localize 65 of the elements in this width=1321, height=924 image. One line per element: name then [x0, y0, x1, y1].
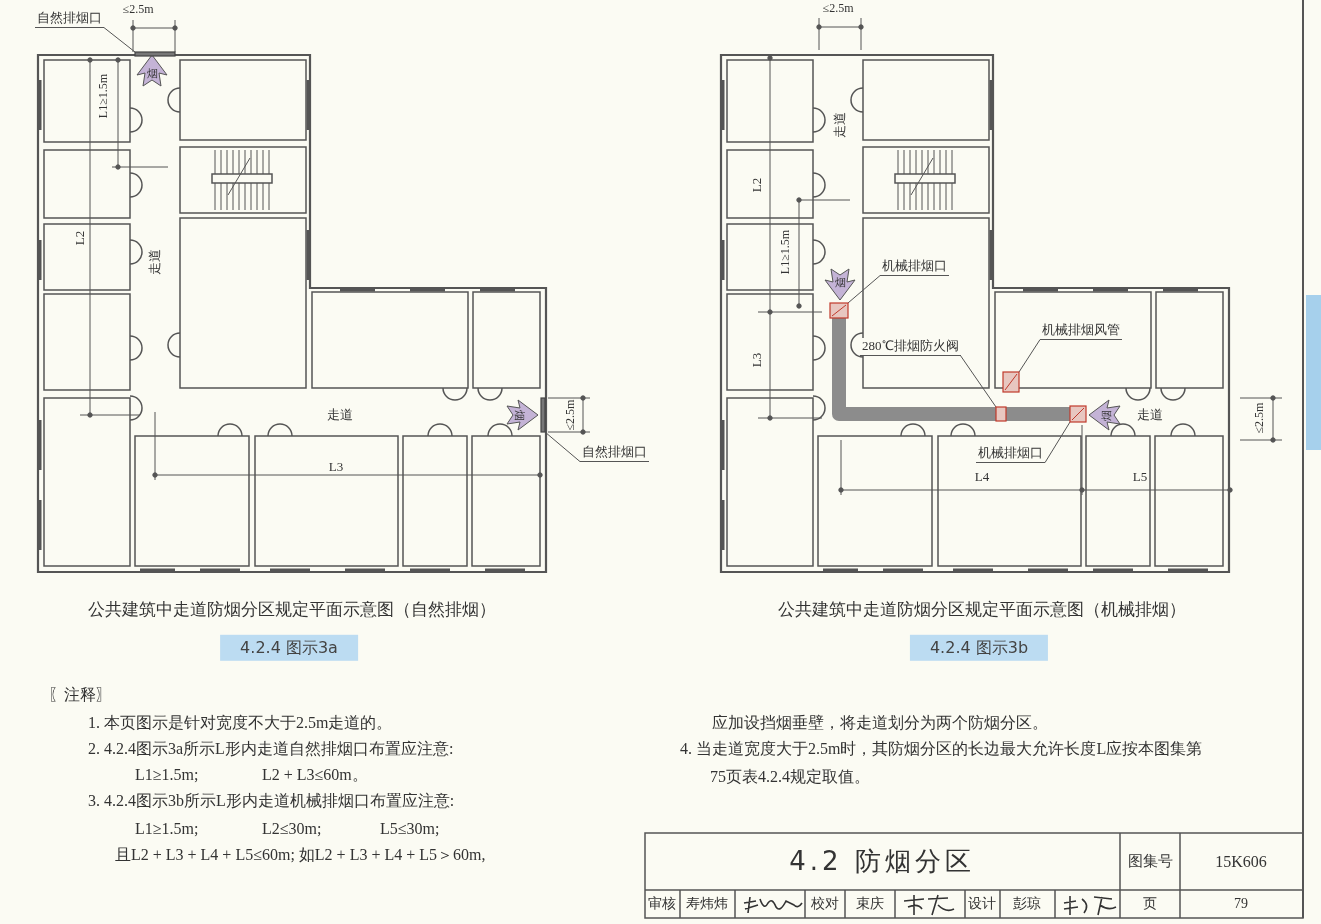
drawing-title: 4.2 防烟分区 — [789, 847, 975, 877]
page-label: 页 — [1143, 895, 1157, 913]
note-text: 2. 4.2.4图示3a所示L形内走道自然排烟口布置应注意: — [88, 740, 454, 759]
icon-label: 烟 — [834, 275, 846, 289]
corridor-label: 走道 — [1137, 407, 1163, 423]
icon-label: 烟 — [146, 66, 158, 80]
corridor-label: 走道 — [147, 249, 163, 275]
dimension-label: ≤2.5m — [822, 2, 854, 16]
icon-label: 烟 — [513, 409, 527, 421]
note-text: L5≤30m; — [380, 820, 440, 839]
corridor-label: 走道 — [327, 407, 353, 423]
icon-label: 烟 — [1099, 409, 1113, 421]
note-text: L1≥1.5m; — [135, 820, 199, 839]
designer-label: 设计 — [968, 895, 996, 913]
dimension-label: L5 — [1132, 469, 1148, 485]
checker-label: 校对 — [811, 895, 839, 913]
callout-label: 机械排烟口 — [976, 445, 1045, 463]
exhaust-outlet — [1069, 405, 1087, 423]
leader-line — [1044, 421, 1071, 464]
checker-name: 束庆 — [856, 895, 884, 913]
callout-label: 自然排烟口 — [35, 10, 104, 28]
designer-name: 彭琼 — [1013, 895, 1041, 913]
dimension-label: ≤2.5m — [122, 3, 154, 17]
atlas-number: 15K606 — [1215, 852, 1267, 872]
reviewer-label: 审核 — [648, 895, 676, 913]
figure-caption: 公共建筑中走道防烟分区规定平面示意图（机械排烟） — [778, 600, 1186, 620]
dimension-label: ≤2.5m — [1253, 402, 1267, 434]
callout-label: 机械排烟风管 — [1040, 322, 1122, 340]
dimension-label: ≤2.5m — [564, 399, 578, 431]
callout-label: 自然排烟口 — [580, 444, 649, 462]
leader-line — [544, 431, 581, 463]
leader-line — [847, 275, 881, 304]
leader-line — [1018, 339, 1041, 373]
notes-heading: 〖注释〗 — [48, 686, 112, 705]
figure-number-tag: 4.2.4 图示3b — [909, 634, 1049, 662]
exhaust-outlet — [829, 302, 849, 319]
callout-label: 机械排烟口 — [880, 258, 949, 276]
dimension-label: L2 — [72, 230, 88, 246]
note-text: L1≥1.5m; — [135, 766, 199, 785]
reviewer-name: 寿炜炜 — [686, 895, 728, 913]
leader-line — [960, 355, 997, 408]
fire-damper — [995, 406, 1007, 422]
note-text: 4. 当走道宽度大于2.5m时，其防烟分区的长边最大允许长度L应按本图集第75页表4.2.4规定取值。 — [680, 739, 1204, 787]
atlas-number-label: 图集号 — [1127, 853, 1173, 871]
dimension-label: L3 — [749, 352, 765, 368]
page-number: 79 — [1234, 895, 1248, 913]
smoke-vent-opening — [134, 51, 176, 57]
dimension-label: L2 — [749, 177, 765, 193]
callout-label: 280℃排烟防火阀 — [860, 338, 961, 356]
smoke-vent-opening — [540, 397, 546, 433]
dimension-label: L1≥1.5m — [779, 229, 793, 275]
note-text: 3. 4.2.4图示3b所示L形内走道机械排烟口布置应注意: — [88, 792, 455, 811]
duct-shaft — [1002, 371, 1020, 393]
figure-caption: 公共建筑中走道防烟分区规定平面示意图（自然排烟） — [88, 600, 496, 620]
dimension-label: L4 — [974, 469, 990, 485]
note-text: 应加设挡烟垂壁，将走道划分为两个防烟分区。 — [712, 714, 1048, 733]
figure-number-tag: 4.2.4 图示3a — [220, 634, 358, 662]
smoke-duct — [832, 318, 1070, 421]
dimension-label: L3 — [328, 459, 344, 475]
note-text: 1. 本页图示是针对宽度不大于2.5m走道的。 — [88, 714, 393, 733]
note-text: 且L2 + L3 + L4 + L5≤60m; 如L2 + L3 + L4 + L5＞60m, — [115, 846, 486, 865]
dimension-label: L1≥1.5m — [97, 73, 111, 119]
note-text: L2≤30m; — [262, 820, 322, 839]
note-text: L2 + L3≤60m。 — [262, 766, 368, 785]
corridor-label: 走道 — [832, 112, 848, 138]
